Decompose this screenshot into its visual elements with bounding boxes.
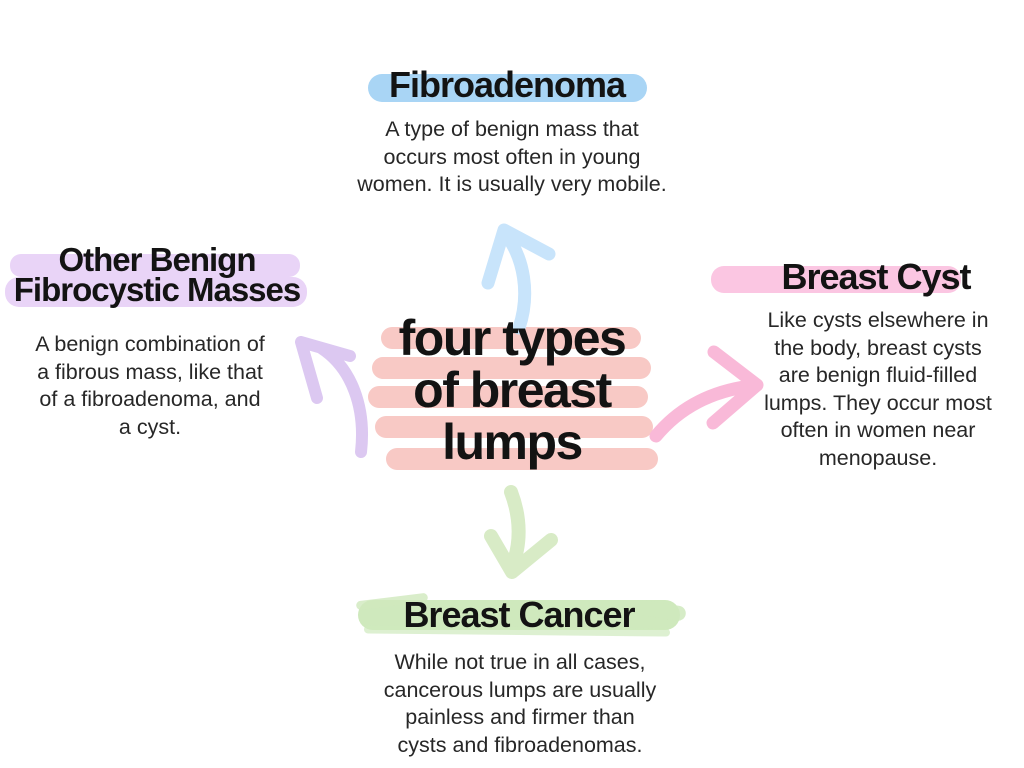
fibroadenoma-description: A type of benign mass that occurs most o… — [357, 117, 667, 196]
curved-arrow-up-left-icon — [295, 336, 368, 458]
breast-cyst-heading-highlight — [711, 266, 961, 293]
fibrocystic-heading-highlight-line1 — [10, 254, 300, 277]
fibrocystic-masses-heading: Other Benign Fibrocystic Masses — [13, 241, 301, 308]
center-title: four types of breast lumps — [398, 310, 627, 470]
curved-arrow-right-icon — [649, 345, 764, 443]
breast-cancer-heading-highlight — [358, 600, 680, 630]
curved-arrow-up-icon — [481, 223, 556, 335]
breast-cancer-description: While not true in all cases, cancerous l… — [383, 650, 657, 757]
curved-arrow-down-icon — [484, 485, 558, 579]
fibroadenoma-heading: Fibroadenoma — [388, 64, 626, 105]
fibroadenoma-heading-highlight — [368, 74, 647, 102]
fibrocystic-masses-description: A benign combination of a fibrous mass, … — [35, 332, 265, 439]
fibrocystic-heading-highlight-line2 — [5, 277, 307, 307]
breast-cancer-heading: Breast Cancer — [403, 594, 635, 635]
center-scribble-strokes — [368, 327, 658, 470]
breast-cyst-description: Like cysts elsewhere in the body, breast… — [764, 308, 992, 470]
breast-cyst-heading: Breast Cyst — [781, 256, 971, 297]
